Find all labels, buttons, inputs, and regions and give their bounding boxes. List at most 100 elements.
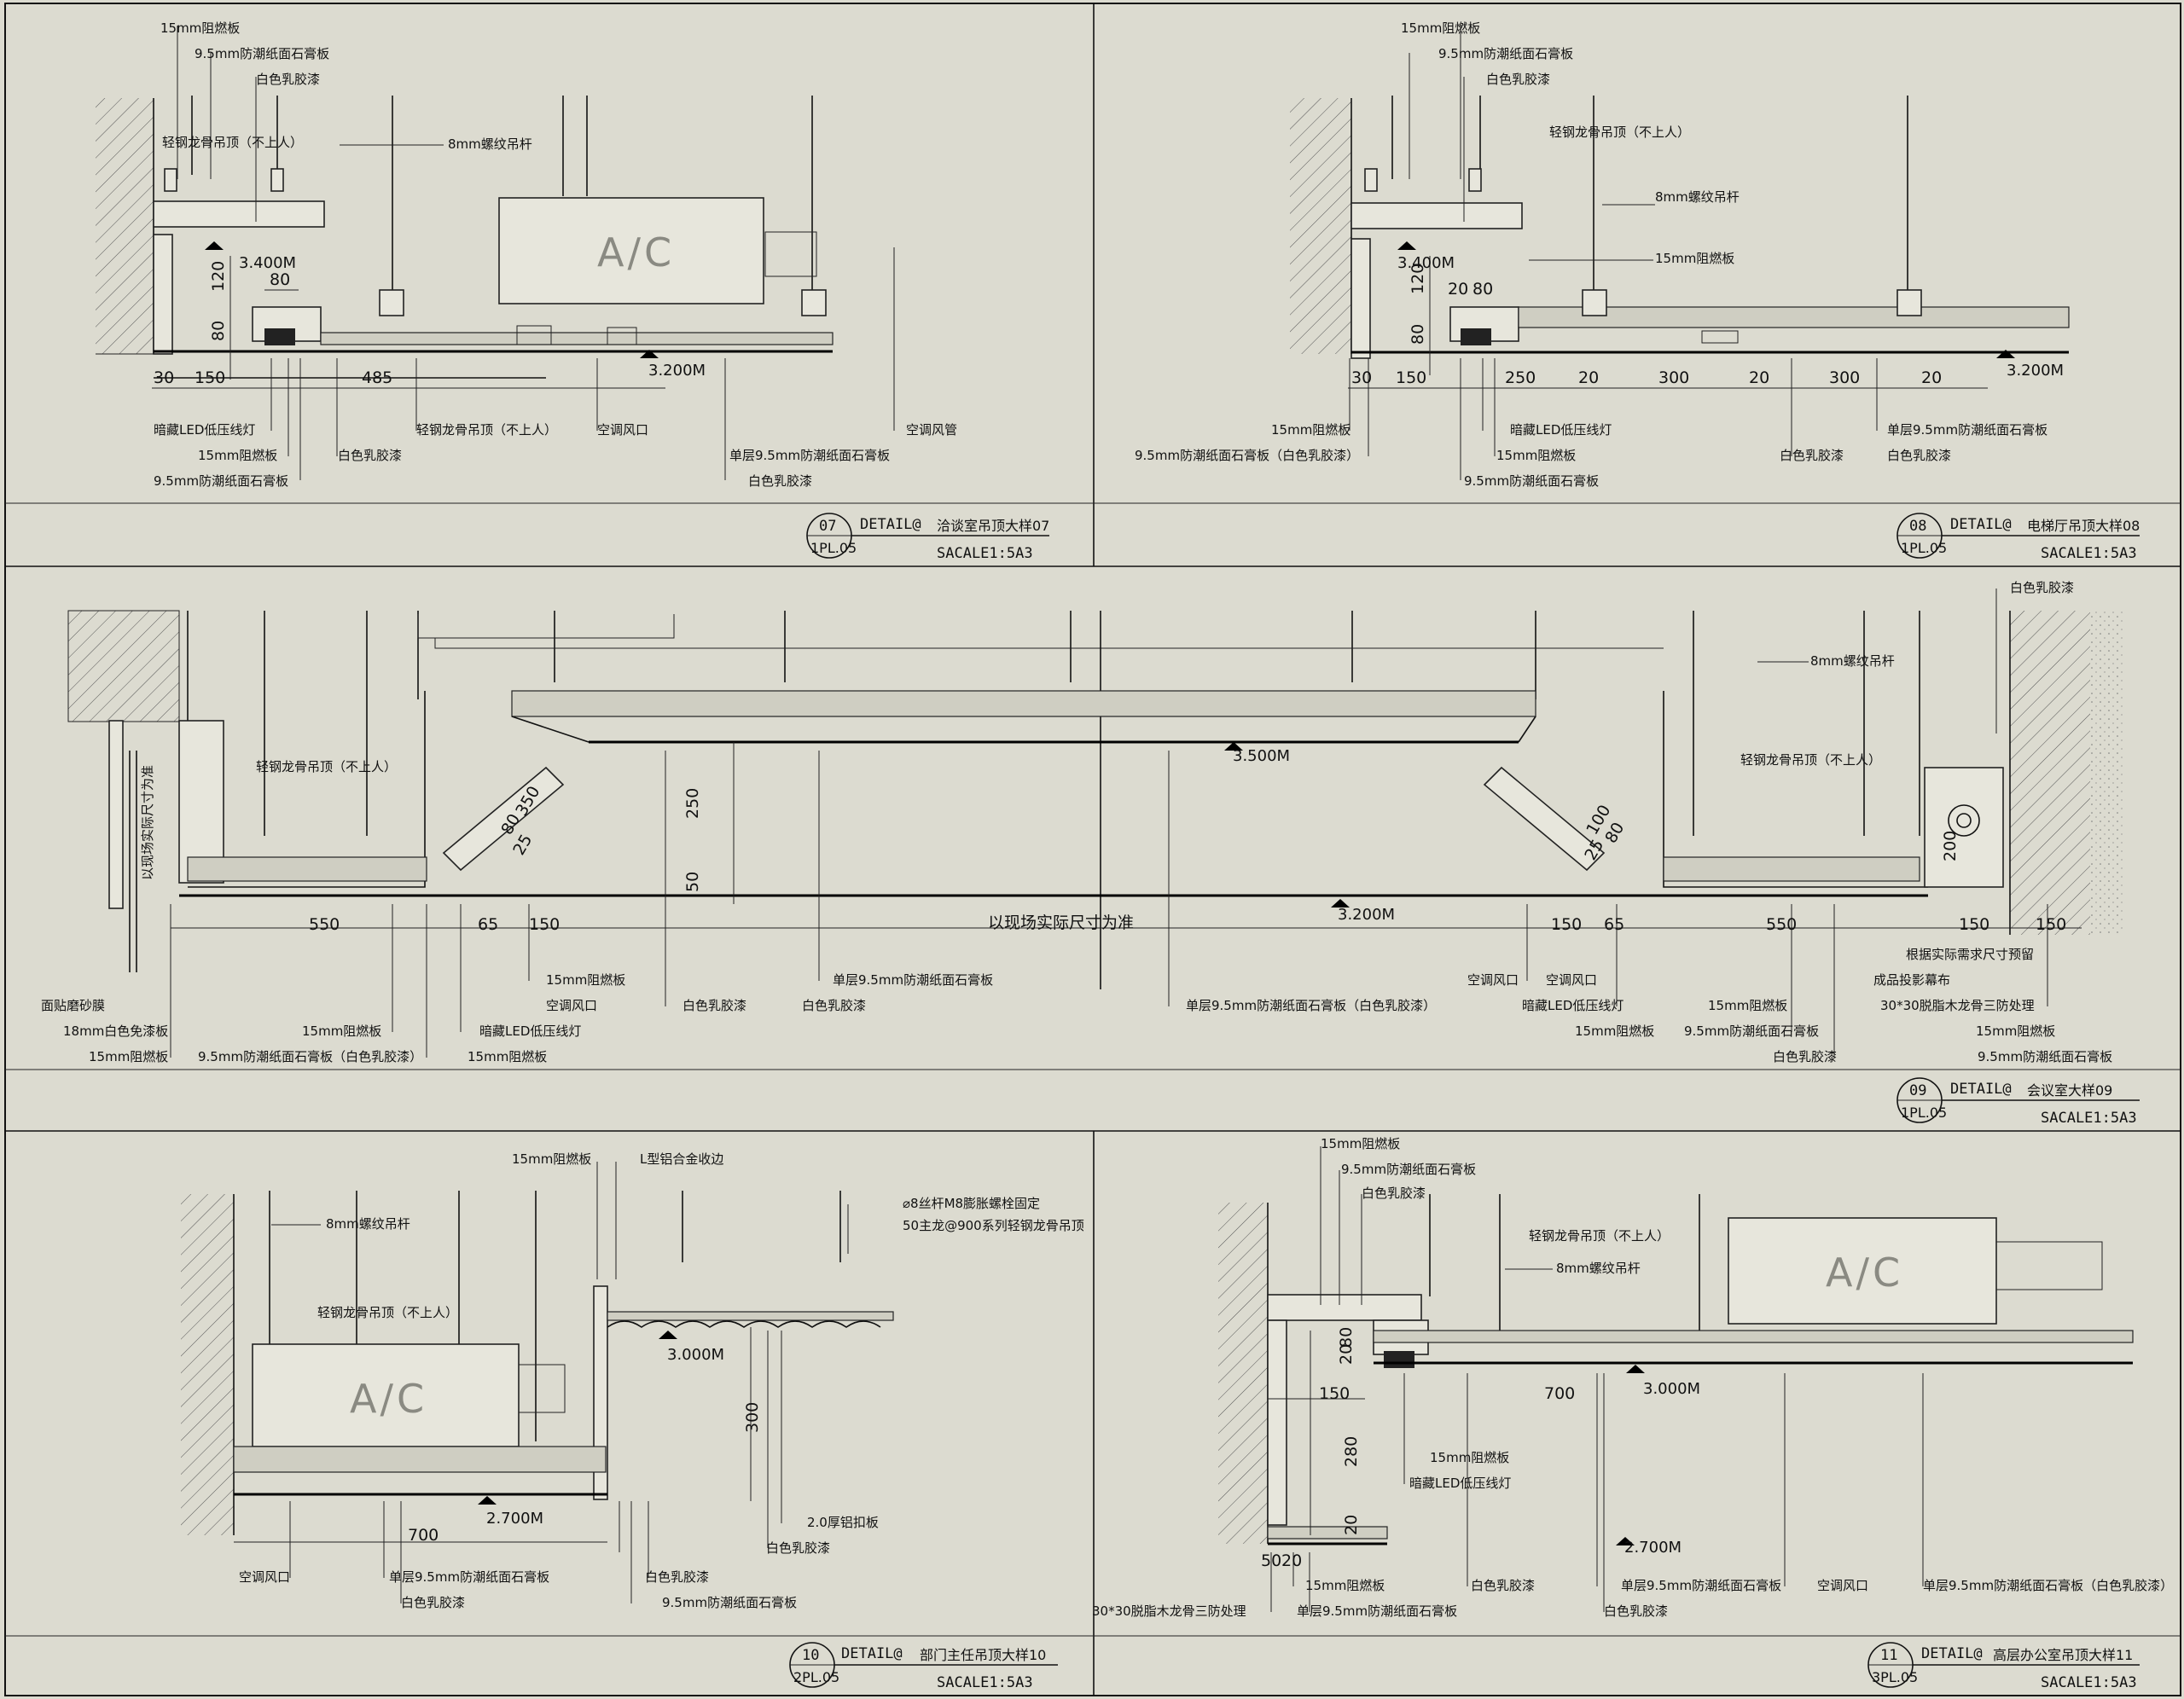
label-08-b5: 白色乳胶漆 — [1780, 448, 1844, 463]
label-07-t3: 轻钢龙骨吊顶（不上人） — [162, 135, 303, 150]
label-09-b22: 30*30脱脂木龙骨三防处理 — [1880, 998, 2035, 1013]
tb-08-prefix: DETAIL@ — [1950, 516, 2012, 533]
label-08-t2: 白色乳胶漆 — [1486, 72, 1550, 87]
dim-07-2: 80 — [270, 270, 290, 289]
dim-09-4: 50 — [683, 872, 702, 892]
label-07-b6: 单层9.5mm防潮纸面石膏板 — [729, 448, 890, 463]
label-09-b15: 暗藏LED低压线灯 — [1522, 998, 1623, 1013]
label-09-b20: 根据实际需求尺寸预留 — [1906, 947, 2034, 962]
dim-07-1: 80 — [209, 321, 228, 341]
tb-10-sheet: 2PL.05 — [793, 1669, 839, 1685]
level-09-1: 3.200M — [1338, 906, 1395, 924]
detail-07: A/C 15mm阻燃板 9.5mm防潮纸面石膏板 白色乳胶漆 — [96, 20, 1049, 562]
sheet-frame — [4, 3, 2181, 1696]
dim-08-6: 250 — [1505, 368, 1536, 387]
dim-07-3: 30 — [154, 368, 174, 387]
tb-11-title: 高层办公室吊顶大样11 — [1993, 1647, 2133, 1663]
label-09-b23: 15mm阻燃板 — [1976, 1023, 2055, 1039]
level-08-1: 3.200M — [2007, 362, 2064, 380]
label-07-b5: 空调风口 — [597, 422, 648, 438]
label-11-t4: 8mm螺纹吊杆 — [1556, 1261, 1641, 1276]
label-10-t0: 15mm阻燃板 — [512, 1151, 591, 1167]
label-09-b9: 白色乳胶漆 — [682, 998, 746, 1013]
label-09-b6: 15mm阻燃板 — [468, 1049, 547, 1064]
level-07-1: 3.200M — [648, 362, 706, 380]
dim-10-1: 700 — [408, 1526, 439, 1545]
label-08-b1: 9.5mm防潮纸面石膏板（白色乳胶漆） — [1135, 448, 1359, 463]
dim-11-1: 80 — [1337, 1327, 1356, 1348]
label-09-b12: 单层9.5mm防潮纸面石膏板（白色乳胶漆） — [1186, 998, 1436, 1013]
dim-09-15: 150 — [1959, 915, 1989, 934]
label-07-t2: 白色乳胶漆 — [256, 72, 320, 87]
label-09-b4: 9.5mm防潮纸面石膏板（白色乳胶漆） — [198, 1049, 422, 1064]
detail-11: A/C 15mm阻燃板 9.5mm防潮纸面石膏板 白色乳胶漆 轻钢龙骨吊顶（不上… — [1092, 1136, 2173, 1691]
dim-08-4: 30 — [1351, 368, 1372, 387]
dim-09-14: 200 — [1941, 831, 1960, 861]
label-09-t1: 8mm螺纹吊杆 — [1810, 653, 1895, 669]
label-07-b1: 15mm阻燃板 — [198, 448, 277, 463]
label-10-b2: 空调风口 — [239, 1569, 290, 1585]
dim-08-10: 300 — [1829, 368, 1860, 387]
label-08-t4: 8mm螺纹吊杆 — [1655, 189, 1740, 205]
label-09-b5: 暗藏LED低压线灯 — [479, 1023, 581, 1039]
level-07-0: 3.400M — [239, 254, 296, 272]
dim-08-1: 80 — [1409, 324, 1427, 345]
label-11-b6: 单层9.5mm防潮纸面石膏板 — [1621, 1578, 1781, 1593]
tb-10-number: 10 — [802, 1647, 819, 1664]
label-09-b16: 15mm阻燃板 — [1575, 1023, 1654, 1039]
dim-08-7: 20 — [1578, 368, 1599, 387]
label-07-t0: 15mm阻燃板 — [160, 20, 240, 36]
label-08-t5: 15mm阻燃板 — [1655, 251, 1734, 266]
label-07-b2: 9.5mm防潮纸面石膏板 — [154, 473, 288, 489]
level-10-1: 2.700M — [486, 1510, 543, 1528]
tb-08-number: 08 — [1909, 518, 1926, 535]
dim-09-16: 150 — [2036, 915, 2066, 934]
dim-09-11: 150 — [1551, 915, 1582, 934]
label-10-t2: ⌀8丝杆M8膨胀螺栓固定 — [903, 1196, 1040, 1211]
label-08-t0: 15mm阻燃板 — [1401, 20, 1480, 36]
dim-07-4: 150 — [195, 368, 225, 387]
label-09-b17: 15mm阻燃板 — [1708, 998, 1787, 1013]
tb-11-sheet: 3PL.05 — [1872, 1669, 1918, 1685]
label-07-b7: 白色乳胶漆 — [748, 473, 812, 489]
dim-08-5: 150 — [1396, 368, 1426, 387]
label-10-t1: L型铝合金收边 — [640, 1151, 723, 1167]
dim-11-6: 20 — [1281, 1551, 1302, 1570]
dim-08-0: 120 — [1409, 264, 1427, 294]
label-08-b4: 9.5mm防潮纸面石膏板 — [1464, 473, 1599, 489]
label-10-t3: 50主龙@900系列轻钢龙骨吊顶 — [903, 1218, 1084, 1233]
level-11-0: 3.000M — [1643, 1380, 1700, 1398]
dim-07-0: 120 — [209, 261, 228, 292]
title-block-11: 11 3PL.05 DETAIL@ 高层办公室吊顶大样11 SACALE1:5A… — [1867, 1642, 2140, 1691]
label-09-b21: 成品投影幕布 — [1873, 972, 1950, 988]
label-09-t4: 以现场实际尺寸为准 — [140, 765, 155, 880]
dim-09-3: 250 — [683, 788, 702, 819]
label-09-b10: 单层9.5mm防潮纸面石膏板 — [833, 972, 993, 988]
tb-09-sheet: 1PL.05 — [1901, 1105, 1947, 1121]
dim-08-2: 20 — [1448, 280, 1468, 299]
title-block-10: 10 2PL.05 DETAIL@ 部门主任吊顶大样10 SACALE1:5A3 — [789, 1642, 1058, 1691]
label-11-b2: 30*30脱脂木龙骨三防处理 — [1092, 1603, 1246, 1619]
tb-08-title: 电梯厅吊顶大样08 — [2027, 518, 2140, 534]
label-09-b14: 空调风口 — [1546, 972, 1597, 988]
tb-07-sheet: 1PL.05 — [810, 540, 857, 556]
label-08-b6: 单层9.5mm防潮纸面石膏板 — [1887, 422, 2048, 438]
ac-unit — [498, 197, 764, 304]
label-11-b4: 单层9.5mm防潮纸面石膏板 — [1297, 1603, 1457, 1619]
wall-hatch — [96, 98, 154, 354]
label-09-b19: 白色乳胶漆 — [1773, 1049, 1837, 1064]
tb-09-prefix: DETAIL@ — [1950, 1081, 2012, 1098]
label-08-t3: 轻钢龙骨吊顶（不上人） — [1549, 125, 1690, 140]
label-10-t5: 轻钢龙骨吊顶（不上人） — [317, 1305, 458, 1320]
detail-10: A/C 15mm阻燃板 L型铝合金收边 ⌀8丝杆M8膨胀螺栓固定 50主龙@90… — [181, 1151, 1084, 1691]
label-08-t1: 9.5mm防潮纸面石膏板 — [1438, 46, 1573, 61]
label-11-b3: 15mm阻燃板 — [1305, 1578, 1385, 1593]
label-09-t3: 轻钢龙骨吊顶（不上人） — [1740, 752, 1881, 768]
tb-10-title: 部门主任吊顶大样10 — [920, 1647, 1046, 1663]
dim-10-0: 300 — [743, 1402, 762, 1433]
dim-09-12: 65 — [1604, 915, 1624, 934]
tb-07-number: 07 — [819, 518, 836, 535]
label-07-b0: 暗藏LED低压线灯 — [154, 422, 255, 438]
center-note-09: 以现场实际尺寸为准 — [988, 913, 1134, 932]
